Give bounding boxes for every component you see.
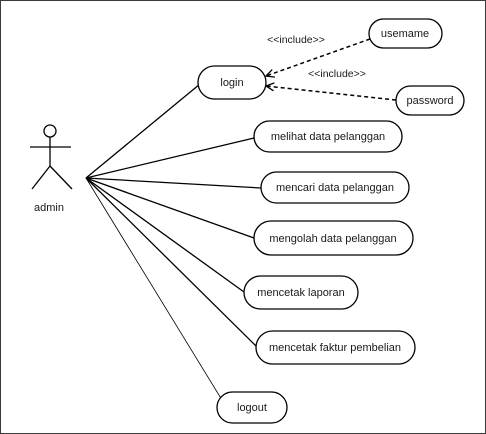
use-case-login-label: login: [220, 77, 243, 89]
actor-head: [43, 124, 57, 138]
use-case-username-label: usemame: [381, 28, 429, 40]
associations: [85, 83, 262, 401]
assoc-faktur: [85, 177, 257, 347]
include-label-username: <<include>>: [267, 34, 325, 46]
assoc-laporan: [85, 177, 245, 293]
include-label-password: <<include>>: [308, 68, 366, 80]
actor-admin: admin: [30, 124, 73, 214]
use-case-username[interactable]: usemame: [368, 18, 443, 49]
actor-name: admin: [34, 202, 64, 214]
use-case-mencari-label: mencari data pelanggan: [276, 182, 394, 194]
use-case-logout[interactable]: logout: [216, 391, 288, 424]
assoc-melihat: [85, 137, 255, 179]
assoc-login: [85, 83, 201, 179]
use-case-melihat-label: melihat data pelanggan: [271, 131, 385, 143]
assoc-logout: [85, 177, 223, 401]
assoc-mencari: [85, 177, 262, 189]
use-case-mengolah[interactable]: mengolah data pelanggan: [253, 220, 414, 256]
use-case-faktur-label: mencetak faktur pembelian: [269, 342, 401, 354]
actor-left-leg: [31, 165, 51, 190]
use-case-laporan-label: mencetak laporan: [257, 287, 344, 299]
use-case-logout-label: logout: [237, 402, 267, 414]
include-username-arrow: [266, 38, 371, 76]
use-case-password-label: password: [406, 95, 453, 107]
use-case-laporan[interactable]: mencetak laporan: [243, 275, 359, 310]
use-case-faktur[interactable]: mencetak faktur pembelian: [255, 330, 416, 365]
use-case-password[interactable]: password: [395, 85, 465, 116]
include-password-arrow: [266, 86, 397, 101]
actor-right-leg: [49, 165, 73, 190]
use-case-login[interactable]: login: [197, 65, 267, 100]
include-relations: <<include>> <<include>>: [266, 34, 397, 101]
use-case-mencari[interactable]: mencari data pelanggan: [260, 171, 410, 204]
assoc-mengolah: [85, 177, 255, 239]
use-case-mengolah-label: mengolah data pelanggan: [269, 233, 396, 245]
use-case-melihat[interactable]: melihat data pelanggan: [253, 120, 403, 153]
